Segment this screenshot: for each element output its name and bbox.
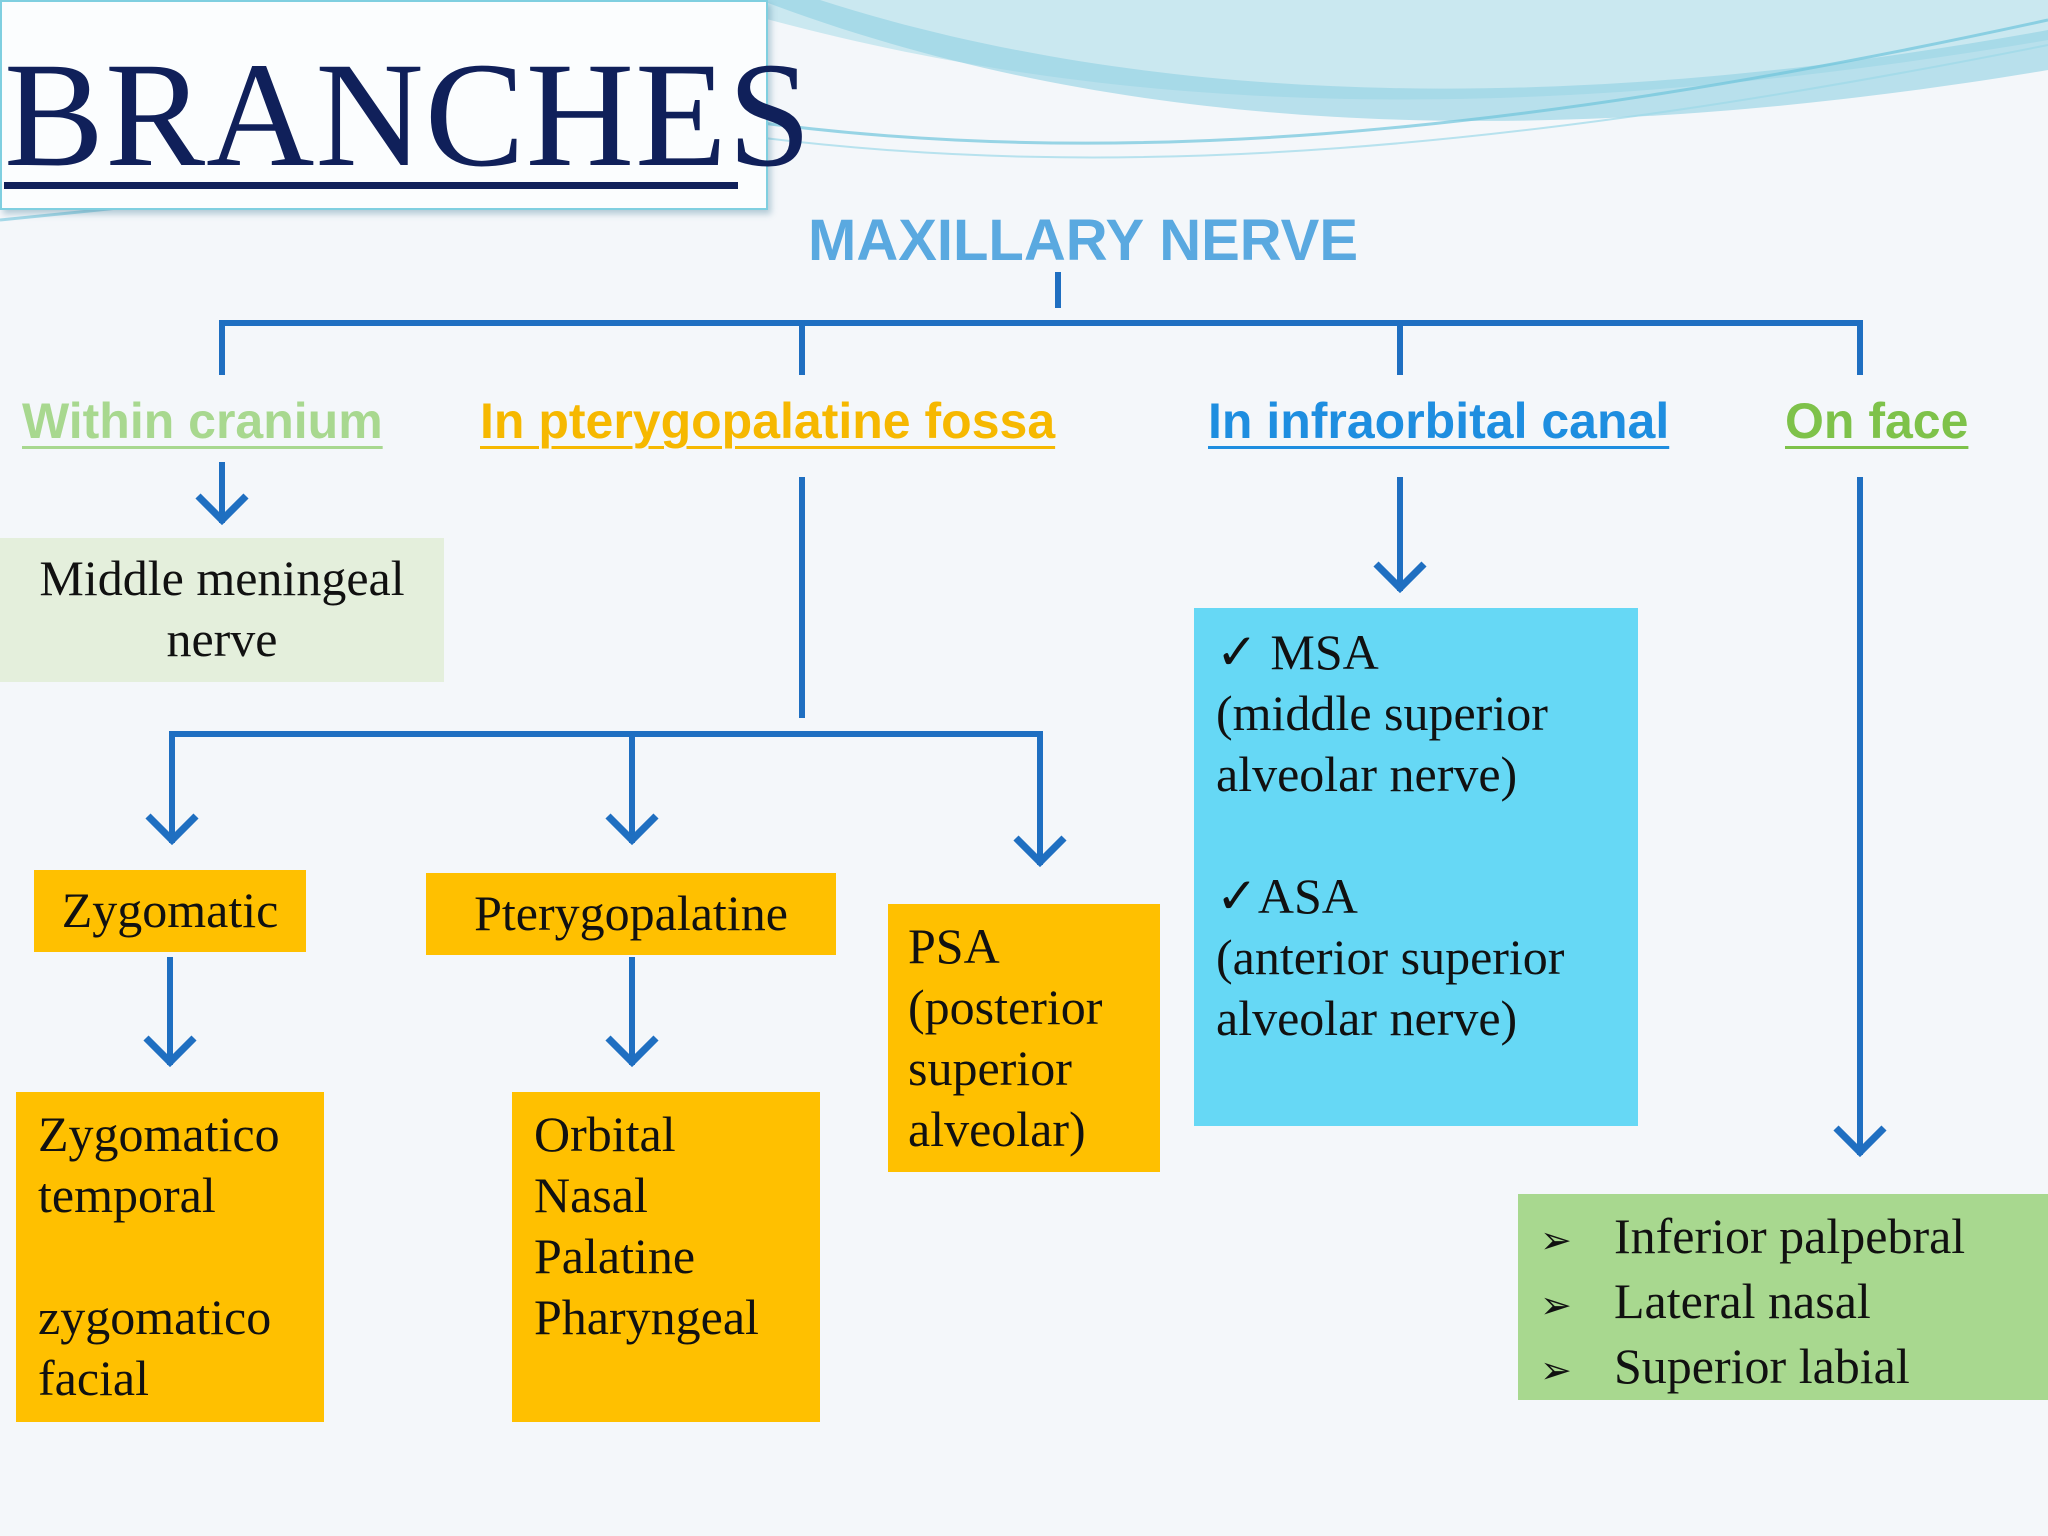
list-item: Nasal bbox=[534, 1165, 820, 1226]
category-infraorbital-canal: In infraorbital canal bbox=[1208, 392, 1669, 450]
node-line bbox=[1216, 805, 1638, 866]
node-line: facial bbox=[38, 1348, 324, 1409]
list-item: Pharyngeal bbox=[534, 1287, 820, 1348]
node-line: nerve bbox=[0, 609, 444, 670]
node-line: alveolar nerve) bbox=[1216, 744, 1638, 805]
node-line: zygomatico bbox=[38, 1287, 324, 1348]
node-face-branches: ➢Inferior palpebral ➢Lateral nasal ➢Supe… bbox=[1518, 1194, 2048, 1400]
node-psa: PSA (posterior superior alveolar) bbox=[888, 904, 1160, 1172]
list-item: ➢Inferior palpebral bbox=[1540, 1206, 2048, 1271]
node-pterygopalatine-children: Orbital Nasal Palatine Pharyngeal bbox=[512, 1092, 820, 1422]
node-line: Middle meningeal bbox=[0, 548, 444, 609]
arrow-bullet-icon: ➢ bbox=[1540, 1275, 1614, 1336]
list-item: ➢Lateral nasal bbox=[1540, 1271, 2048, 1336]
list-item: ➢Superior labial bbox=[1540, 1336, 2048, 1401]
node-line: Pterygopalatine bbox=[426, 883, 836, 944]
node-line: temporal bbox=[38, 1165, 324, 1226]
category-within-cranium: Within cranium bbox=[22, 392, 383, 450]
root-node-maxillary-nerve: MAXILLARY NERVE bbox=[808, 207, 1368, 274]
msa-label: ✓ MSA bbox=[1216, 622, 1638, 683]
arrow-bullet-icon: ➢ bbox=[1540, 1210, 1614, 1271]
list-item: Palatine bbox=[534, 1226, 820, 1287]
node-line: (posterior bbox=[908, 977, 1160, 1038]
node-zygomatic: Zygomatic bbox=[34, 870, 306, 952]
node-line: superior bbox=[908, 1038, 1160, 1099]
node-line: PSA bbox=[908, 916, 1160, 977]
node-line: alveolar) bbox=[908, 1099, 1160, 1160]
node-line: Zygomatico bbox=[38, 1104, 324, 1165]
arrow-bullet-icon: ➢ bbox=[1540, 1340, 1614, 1401]
asa-label: ✓ASA bbox=[1216, 866, 1638, 927]
node-middle-meningeal: Middle meningeal nerve bbox=[0, 538, 444, 682]
category-pterygopalatine-fossa: In pterygopalatine fossa bbox=[480, 392, 1055, 450]
list-item: Orbital bbox=[534, 1104, 820, 1165]
node-line: (anterior superior bbox=[1216, 927, 1638, 988]
category-on-face: On face bbox=[1785, 392, 1968, 450]
node-line bbox=[38, 1226, 324, 1287]
node-line: alveolar nerve) bbox=[1216, 988, 1638, 1049]
node-pterygopalatine: Pterygopalatine bbox=[426, 873, 836, 955]
node-zygomatic-children: Zygomatico temporal zygomatico facial bbox=[16, 1092, 324, 1422]
node-infraorbital: ✓ MSA (middle superior alveolar nerve) ✓… bbox=[1194, 608, 1638, 1126]
node-line: (middle superior bbox=[1216, 683, 1638, 744]
node-line: Zygomatic bbox=[34, 880, 306, 941]
